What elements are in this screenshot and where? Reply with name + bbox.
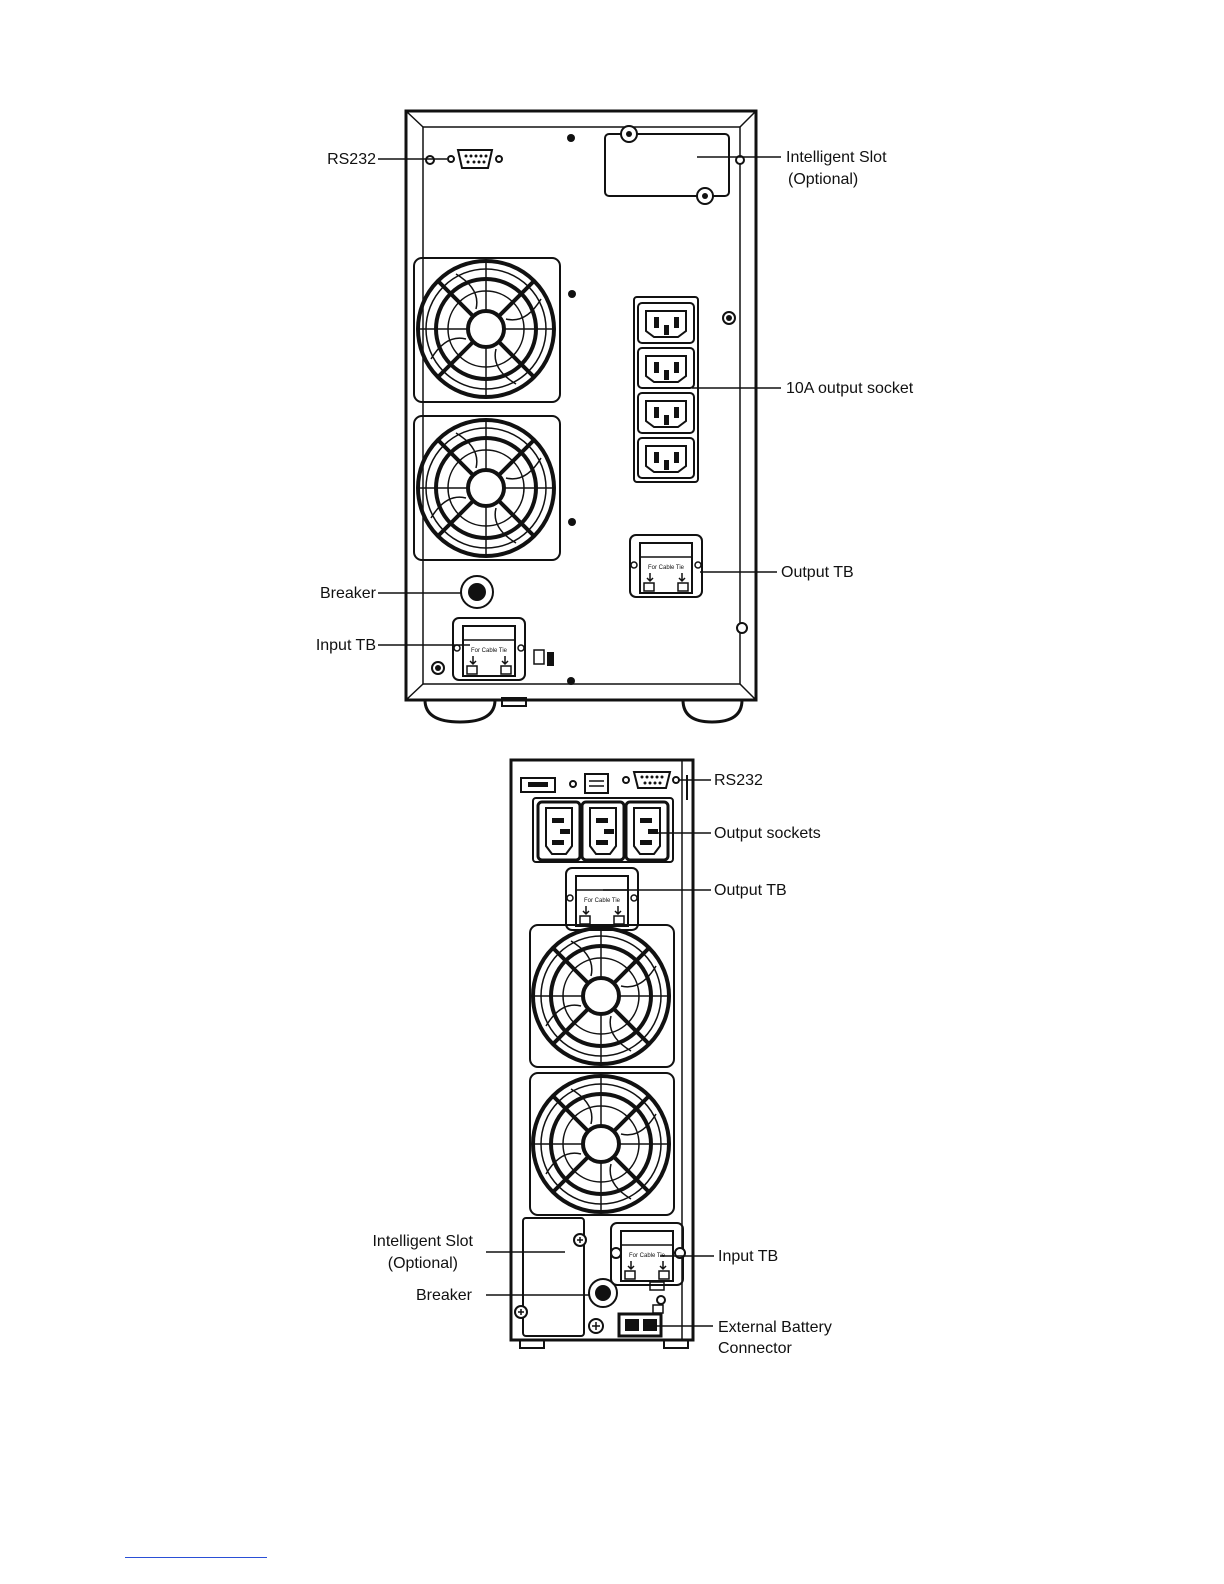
- bottom-label-external-battery: External Battery: [718, 1319, 832, 1336]
- bottom-label-external-battery-connector: Connector: [718, 1340, 792, 1357]
- bottom-label-rs232: RS232: [714, 772, 763, 789]
- bottom-label-output-tb: Output TB: [714, 882, 787, 899]
- bottom-label-output-sockets: Output sockets: [714, 825, 821, 842]
- bottom-output-sockets: [533, 798, 673, 862]
- top-breaker: [461, 576, 493, 608]
- top-label-rs232: RS232: [327, 151, 376, 168]
- top-foot-left: [425, 700, 495, 722]
- bottom-output-tb: [566, 868, 638, 930]
- top-label-input-tb: Input TB: [316, 637, 376, 654]
- bottom-usb-port: [585, 774, 608, 793]
- bottom-intelligent-slot: [515, 1218, 586, 1336]
- top-label-output-tb: Output TB: [781, 564, 854, 581]
- bottom-input-tb: [611, 1223, 685, 1304]
- top-fan-2: [414, 416, 560, 560]
- top-output-sockets: [634, 297, 698, 482]
- top-intelligent-slot: [605, 126, 729, 204]
- bottom-fan-1: [530, 925, 674, 1067]
- top-output-tb: [630, 535, 702, 597]
- bottom-label-breaker: Breaker: [416, 1287, 473, 1304]
- bottom-external-battery-connector: [589, 1305, 663, 1336]
- bottom-ups-unit: RS232 Output sockets Output TB: [372, 760, 831, 1357]
- top-label-intelligent-slot-note: (Optional): [788, 171, 858, 188]
- top-label-output-socket: 10A output socket: [786, 380, 914, 397]
- bottom-label-input-tb: Input TB: [718, 1248, 778, 1265]
- footnote-separator: [125, 1557, 267, 1558]
- top-input-tb: [432, 618, 554, 680]
- bottom-label-intelligent-slot: Intelligent Slot: [372, 1233, 473, 1250]
- bottom-fan-2: [530, 1073, 674, 1215]
- bottom-rs232-port: [634, 772, 670, 788]
- top-ups-unit: RS232 Intelligent Slot (Optional): [316, 111, 914, 722]
- top-fan-1: [414, 258, 560, 402]
- top-label-breaker: Breaker: [320, 585, 377, 602]
- top-foot-right: [683, 700, 742, 722]
- top-rs232-port: [448, 150, 502, 168]
- top-label-intelligent-slot: Intelligent Slot: [786, 149, 887, 166]
- bottom-label-intelligent-slot-note: (Optional): [388, 1255, 458, 1272]
